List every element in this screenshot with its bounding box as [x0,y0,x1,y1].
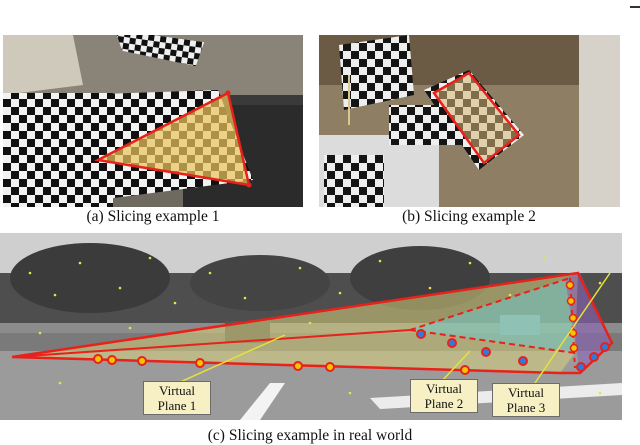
panel-a-photo [3,35,303,207]
label-leaders [177,272,611,384]
corner-mark [630,0,640,8]
panel-c-photo [0,233,622,420]
panel-c-scene [0,233,622,420]
panel-b-photo [319,35,620,207]
virtual-plane-3-label: Virtual Plane 3 [492,383,560,417]
caption-a: (a) Slicing example 1 [86,208,220,225]
panel-b-scene [319,35,620,207]
caption-c: (c) Slicing example in real world [207,427,413,444]
plane-2-points [416,329,610,372]
virtual-plane-2-label: Virtual Plane 2 [410,379,478,413]
virtual-plane-1-label: Virtual Plane 1 [143,381,211,415]
plane-3-points [565,280,579,353]
slicing-plane-a [94,91,251,187]
plane-1-points [93,354,470,375]
panel-a-scene [3,35,303,207]
caption-b: (b) Slicing example 2 [402,208,536,225]
slicing-plane-b [432,71,521,165]
virtual-plane-2 [410,278,575,353]
feature-points [28,256,602,395]
